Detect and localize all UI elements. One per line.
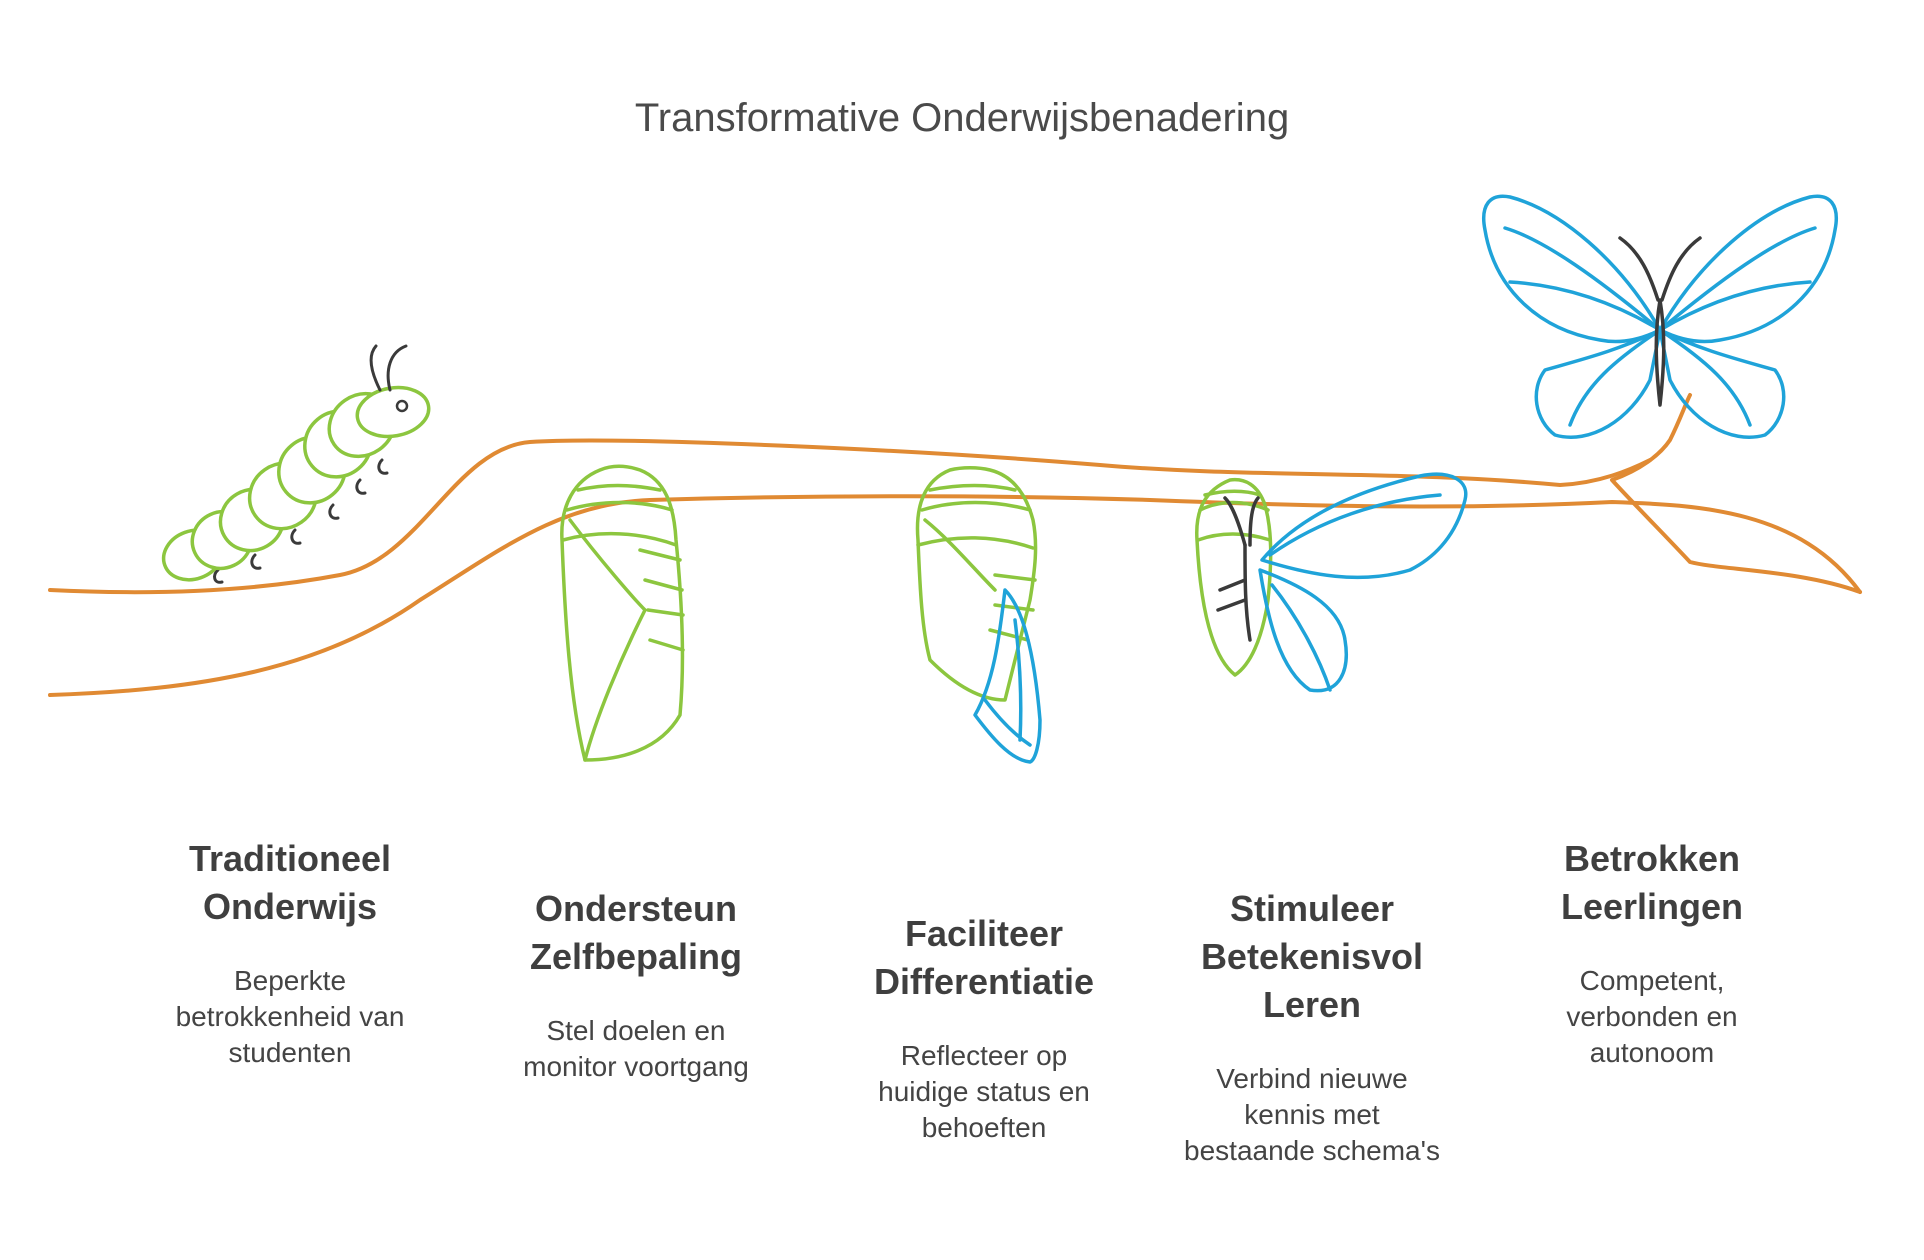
stage-engaged-learners: Betrokken Leerlingen Competent, verbonde… [1502, 835, 1802, 1071]
stage-meaningful-learning: Stimuleer Betekenisvol Leren Verbind nie… [1162, 885, 1462, 1169]
stage-traditional-education: Traditioneel Onderwijs Beperkte betrokke… [140, 835, 440, 1071]
stage-heading: Ondersteun Zelfbepaling [529, 888, 742, 977]
stage-description: Stel doelen en monitor voortgang [523, 1015, 749, 1082]
butterfly-icon [1482, 194, 1838, 439]
branch-icon [48, 393, 1862, 697]
stage-description: Beperkte betrokkenheid van studenten [175, 965, 405, 1068]
diagram-title: Transformative Onderwijsbenadering [634, 96, 1290, 140]
stage-description: Verbind nieuwe kennis met bestaande sche… [1184, 1063, 1440, 1166]
chrysalis-wing-icon [915, 466, 1042, 764]
stage-heading: Stimuleer Betekenisvol Leren [1200, 888, 1424, 1025]
stage-differentiation: Faciliteer Differentiatie Reflecteer op … [834, 910, 1134, 1146]
chrysalis-icon [560, 464, 685, 762]
stage-description: Reflecteer op huidige status en behoefte… [878, 1040, 1090, 1143]
caterpillar-icon [161, 344, 431, 584]
stage-heading: Faciliteer Differentiatie [873, 913, 1095, 1002]
stage-heading: Traditioneel Onderwijs [188, 838, 392, 927]
stage-description: Competent, verbonden en autonoom [1566, 965, 1738, 1068]
emerging-butterfly-icon [1195, 472, 1468, 693]
stage-heading: Betrokken Leerlingen [1560, 838, 1744, 927]
stage-self-determination: Ondersteun Zelfbepaling Stel doelen en m… [486, 885, 786, 1085]
